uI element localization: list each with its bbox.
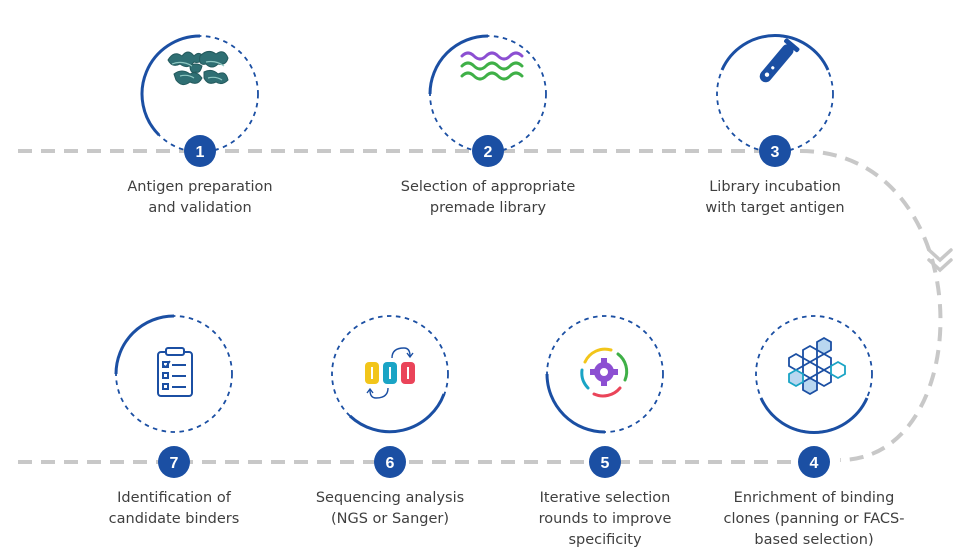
step-3-label: Library incubation with target antigen (675, 177, 875, 219)
step-6-number: 6 (386, 455, 395, 472)
step-7-circle (114, 314, 233, 433)
step-3-circle (716, 34, 834, 153)
clipboard-checklist-icon (157, 347, 193, 397)
step-3-label-line-1: Library incubation (709, 179, 841, 195)
step-1-number: 1 (196, 144, 205, 161)
step-3-number-badge (759, 135, 791, 167)
step-7-label-line-1: Identification of (117, 490, 231, 506)
step-7-number-badge (158, 446, 190, 478)
step-4-circle (755, 315, 873, 434)
step-5-label: Iterative selection rounds to improve sp… (505, 488, 705, 551)
step-5-number: 5 (601, 455, 610, 472)
dna-wave-icon (460, 51, 524, 81)
step-6-number-badge (374, 446, 406, 478)
direction-chevron-icon (927, 248, 953, 273)
step-2-number-badge (472, 135, 504, 167)
step-5-label-line-3: specificity (568, 532, 642, 548)
step-7-label-line-2: candidate binders (108, 511, 240, 527)
step-3-label-line-2: with target antigen (705, 200, 845, 216)
step-4-label-line-1: Enrichment of binding (733, 490, 895, 506)
step-1-number-badge (184, 135, 216, 167)
step-5-label-line-1: Iterative selection (539, 490, 671, 506)
step-5-circle (545, 315, 664, 434)
step-1-label-line-1: Antigen preparation (127, 179, 273, 195)
step-4-label-line-2: clones (panning or FACS- (723, 511, 905, 527)
step-6-label-line-2: (NGS or Sanger) (330, 511, 450, 527)
step-6-circle (331, 315, 449, 434)
step-4-number: 4 (810, 455, 819, 472)
hexagon-network-icon (788, 336, 846, 396)
step-2-label-line-1: Selection of appropriate (400, 179, 576, 195)
step-2-label: Selection of appropriate premade library (388, 177, 588, 219)
step-6-label-line-1: Sequencing analysis (315, 490, 465, 506)
sequencing-blocks-icon (365, 347, 415, 399)
step-2-label-line-2: premade library (429, 200, 547, 216)
step-1-label: Antigen preparation and validation (100, 177, 300, 219)
step-2-number: 2 (484, 144, 493, 161)
curved-connector (799, 149, 943, 462)
step-4-label-line-3: based selection) (754, 532, 874, 548)
cycle-gear-icon (580, 347, 629, 398)
step-7-number: 7 (170, 455, 179, 472)
step-4-number-badge (798, 446, 830, 478)
step-6-label: Sequencing analysis (NGS or Sanger) (290, 488, 490, 530)
step-1-label-line-2: and validation (148, 200, 252, 216)
connector-lines (18, 149, 943, 464)
step-5-label-line-2: rounds to improve (538, 511, 672, 527)
step-3-number: 3 (771, 144, 780, 161)
step-5-number-badge (589, 446, 621, 478)
protein-structure-icon (167, 50, 229, 86)
step-4-label: Enrichment of binding clones (panning or… (714, 488, 914, 551)
step-7-label: Identification of candidate binders (74, 488, 274, 530)
test-tube-icon (759, 38, 800, 83)
